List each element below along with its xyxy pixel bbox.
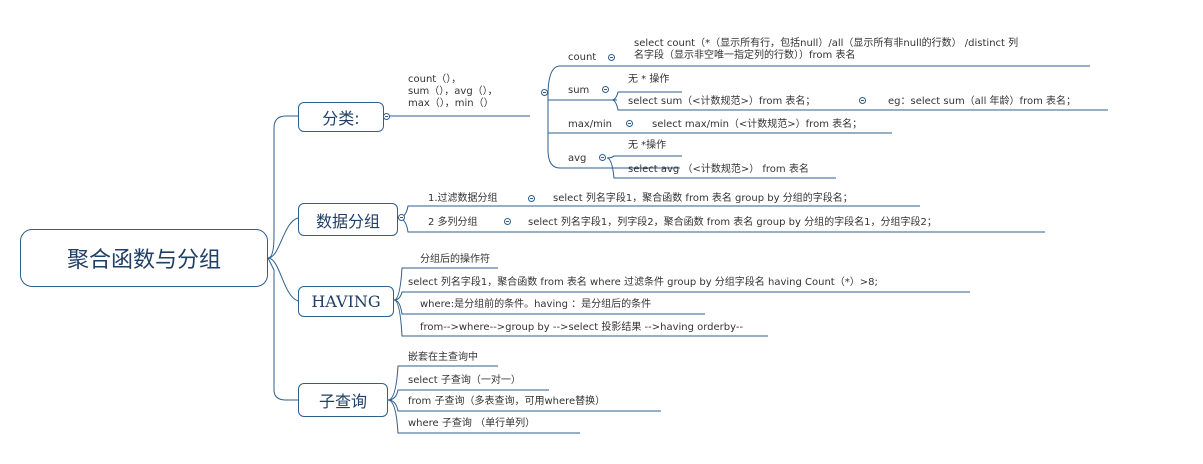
having-item: 分组后的操作符 bbox=[420, 254, 490, 265]
collapse-icon[interactable] bbox=[398, 214, 405, 221]
sum-no-star: 无 * 操作 bbox=[628, 74, 670, 85]
subquery-item: where 子查询 （单行单列） bbox=[408, 418, 536, 429]
sum-label: sum bbox=[568, 85, 590, 96]
subquery-item: 嵌套在主查询中 bbox=[408, 352, 478, 363]
collapse-icon[interactable] bbox=[383, 113, 390, 120]
avg-no-star: 无 *操作 bbox=[628, 140, 667, 151]
filter-group-label: 1.过滤数据分组 bbox=[428, 193, 498, 204]
subquery-node[interactable]: 子查询 bbox=[298, 383, 388, 417]
collapse-icon[interactable] bbox=[541, 89, 548, 96]
multi-column-group-label: 2 多列分组 bbox=[428, 217, 478, 228]
avg-label: avg bbox=[568, 153, 587, 164]
avg-syntax: select avg （<计数规范>） from 表名 bbox=[628, 164, 809, 175]
category-node[interactable]: 分类: bbox=[298, 102, 384, 132]
having-node[interactable]: HAVING bbox=[298, 286, 394, 317]
grouping-node[interactable]: 数据分组 bbox=[298, 203, 398, 236]
sum-syntax: select sum（<计数规范>）from 表名； bbox=[628, 96, 816, 107]
collapse-icon[interactable] bbox=[504, 218, 511, 225]
subquery-item: from 子查询（多表查询，可用where替换） bbox=[408, 396, 606, 407]
maxmin-label: max/min bbox=[568, 119, 613, 130]
collapse-icon[interactable] bbox=[608, 54, 615, 61]
count-detail: select count（*（显示所有行，包括null）/all（显示所有非nu… bbox=[634, 38, 1019, 61]
sum-example: eg：select sum（all 年龄）from 表名； bbox=[888, 96, 1076, 107]
collapse-icon[interactable] bbox=[599, 154, 606, 161]
root-node[interactable]: 聚合函数与分组 bbox=[20, 229, 268, 287]
collapse-icon[interactable] bbox=[626, 120, 633, 127]
having-item: where:是分组前的条件。having ：是分组后的条件 bbox=[420, 299, 652, 310]
maxmin-syntax: select max/min（<计数规范>）from 表名； bbox=[652, 119, 863, 130]
collapse-icon[interactable] bbox=[528, 195, 535, 202]
having-item: select 列名字段1，聚合函数 from 表名 where 过滤条件 gro… bbox=[408, 277, 878, 288]
having-item: from-->where-->group by -->select 投影结果 -… bbox=[420, 322, 744, 333]
collapse-icon[interactable] bbox=[602, 86, 609, 93]
subquery-item: select 子查询（一对一） bbox=[408, 375, 521, 386]
filter-group-syntax: select 列名字段1，聚合函数 from 表名 group by 分组的字段… bbox=[553, 193, 853, 204]
collapse-icon[interactable] bbox=[859, 97, 866, 104]
multi-column-group-syntax: select 列名字段1，列字段2，聚合函数 from 表名 group by … bbox=[528, 217, 937, 228]
aggregate-function-list: count（）， sum（），avg（）， max（），min（） bbox=[408, 74, 498, 109]
count-label: count bbox=[568, 52, 597, 63]
